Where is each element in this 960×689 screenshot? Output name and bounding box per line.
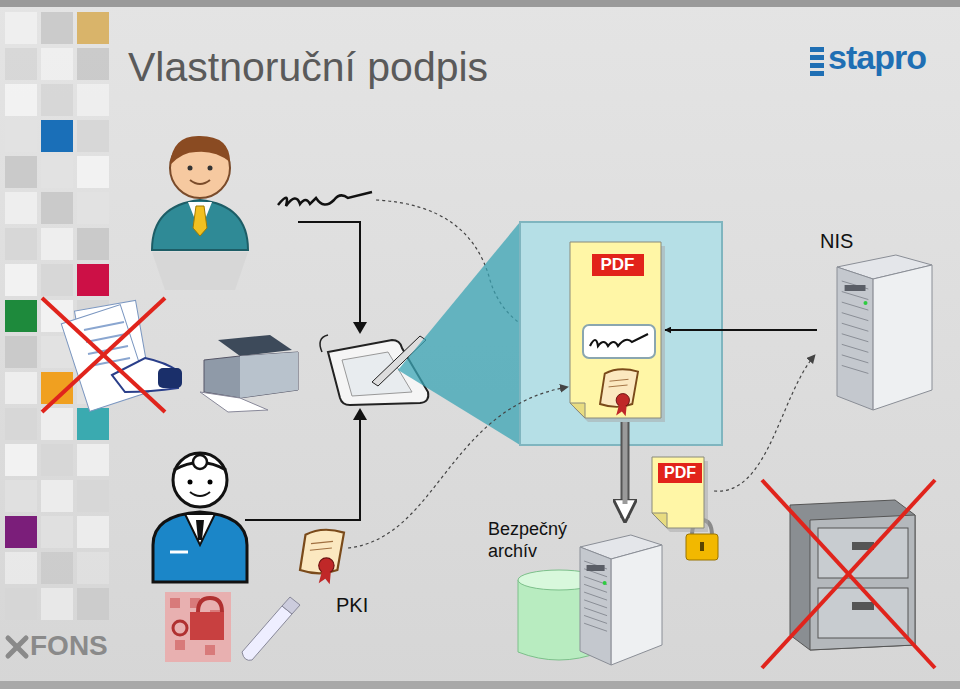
cross-mark	[42, 298, 165, 412]
flow-arrow	[245, 418, 360, 520]
patient-figure	[152, 136, 248, 290]
doctor-figure	[153, 453, 247, 582]
shape-part	[580, 547, 611, 665]
arrow-connector	[621, 422, 630, 518]
shape-part	[584, 615, 607, 623]
shape-part	[842, 365, 869, 373]
shape-part	[842, 292, 869, 300]
shape-part	[616, 394, 629, 407]
shape-part	[842, 323, 869, 331]
shape-part	[842, 355, 869, 363]
top-bar	[0, 0, 960, 7]
shape-part	[584, 592, 607, 600]
bottom-bar	[0, 681, 960, 689]
shape-part	[845, 285, 866, 291]
shape-part	[842, 334, 869, 342]
title-box: Vlastnoruční podpis	[128, 44, 488, 91]
text-holder: PDF	[570, 242, 665, 276]
logo-text: FONS	[30, 630, 108, 661]
logo-text: stapro	[828, 38, 926, 76]
logo-box: stapro	[828, 38, 926, 77]
text-holder: PKI	[296, 522, 386, 617]
zoom-wedge	[398, 222, 520, 445]
node-label: PDF	[592, 254, 644, 276]
node-label: NIS	[820, 230, 853, 252]
pdf-document: PDF	[652, 457, 708, 532]
zoom-panel	[520, 222, 722, 445]
shape-part	[300, 530, 344, 585]
nis-server: NIS	[817, 230, 942, 415]
node-label: PKI	[336, 594, 368, 616]
shape-part	[609, 385, 628, 387]
text-holder: PDF	[652, 457, 708, 483]
shape-part	[611, 545, 662, 665]
flow-arrow	[298, 222, 360, 324]
pki-certificate: PKI	[296, 522, 386, 620]
shape-part	[580, 535, 662, 665]
arrow-connector	[665, 329, 817, 331]
shape-part	[584, 577, 607, 585]
shape-part	[837, 267, 873, 410]
shape-part	[583, 325, 655, 358]
smart-card-lock	[165, 592, 231, 662]
shape-part	[584, 600, 607, 608]
title: Vlastnoruční podpis	[128, 44, 488, 90]
pdf-document: PDF	[570, 242, 665, 422]
shape-part	[311, 541, 333, 543]
shape-part	[600, 369, 638, 407]
shape-part	[873, 265, 932, 410]
usb-key	[242, 597, 300, 660]
shape-part	[652, 513, 667, 528]
shape-part	[584, 623, 607, 631]
text-holder: Bezpečný archív	[488, 518, 576, 562]
shape-part	[584, 608, 607, 616]
shape-part	[603, 581, 607, 585]
shape-part	[616, 405, 626, 416]
shape-part	[319, 571, 331, 584]
text-holder: NIS	[817, 230, 942, 253]
shape-part	[600, 369, 638, 416]
shape-part	[570, 242, 661, 418]
shape-part	[300, 530, 344, 574]
shape-part	[310, 548, 332, 550]
archive-server: Bezpečný archív	[488, 518, 668, 668]
shape-part	[842, 344, 869, 352]
shape-part	[319, 558, 334, 573]
node-label: Bezpečný archív	[488, 519, 567, 561]
shape-part	[652, 457, 704, 528]
dotted-connector	[714, 355, 815, 491]
node-label: PDF	[658, 463, 702, 483]
arrow-fill	[623, 422, 628, 504]
logo-mark	[8, 638, 26, 656]
logo-box: FONS	[30, 630, 108, 662]
shape-part	[842, 313, 869, 321]
node-shape	[817, 230, 942, 415]
printer	[200, 335, 298, 412]
paper-form	[61, 300, 182, 411]
shape-part	[570, 403, 585, 418]
shape-part	[584, 584, 607, 592]
shape-part	[837, 255, 932, 410]
shape-part	[587, 565, 605, 571]
shape-part	[864, 301, 868, 305]
logo-mark	[810, 47, 824, 76]
node-shape	[488, 518, 668, 668]
signature	[278, 192, 372, 206]
shape-part	[590, 334, 648, 346]
shape-part	[610, 379, 629, 381]
cross-mark	[762, 480, 935, 668]
